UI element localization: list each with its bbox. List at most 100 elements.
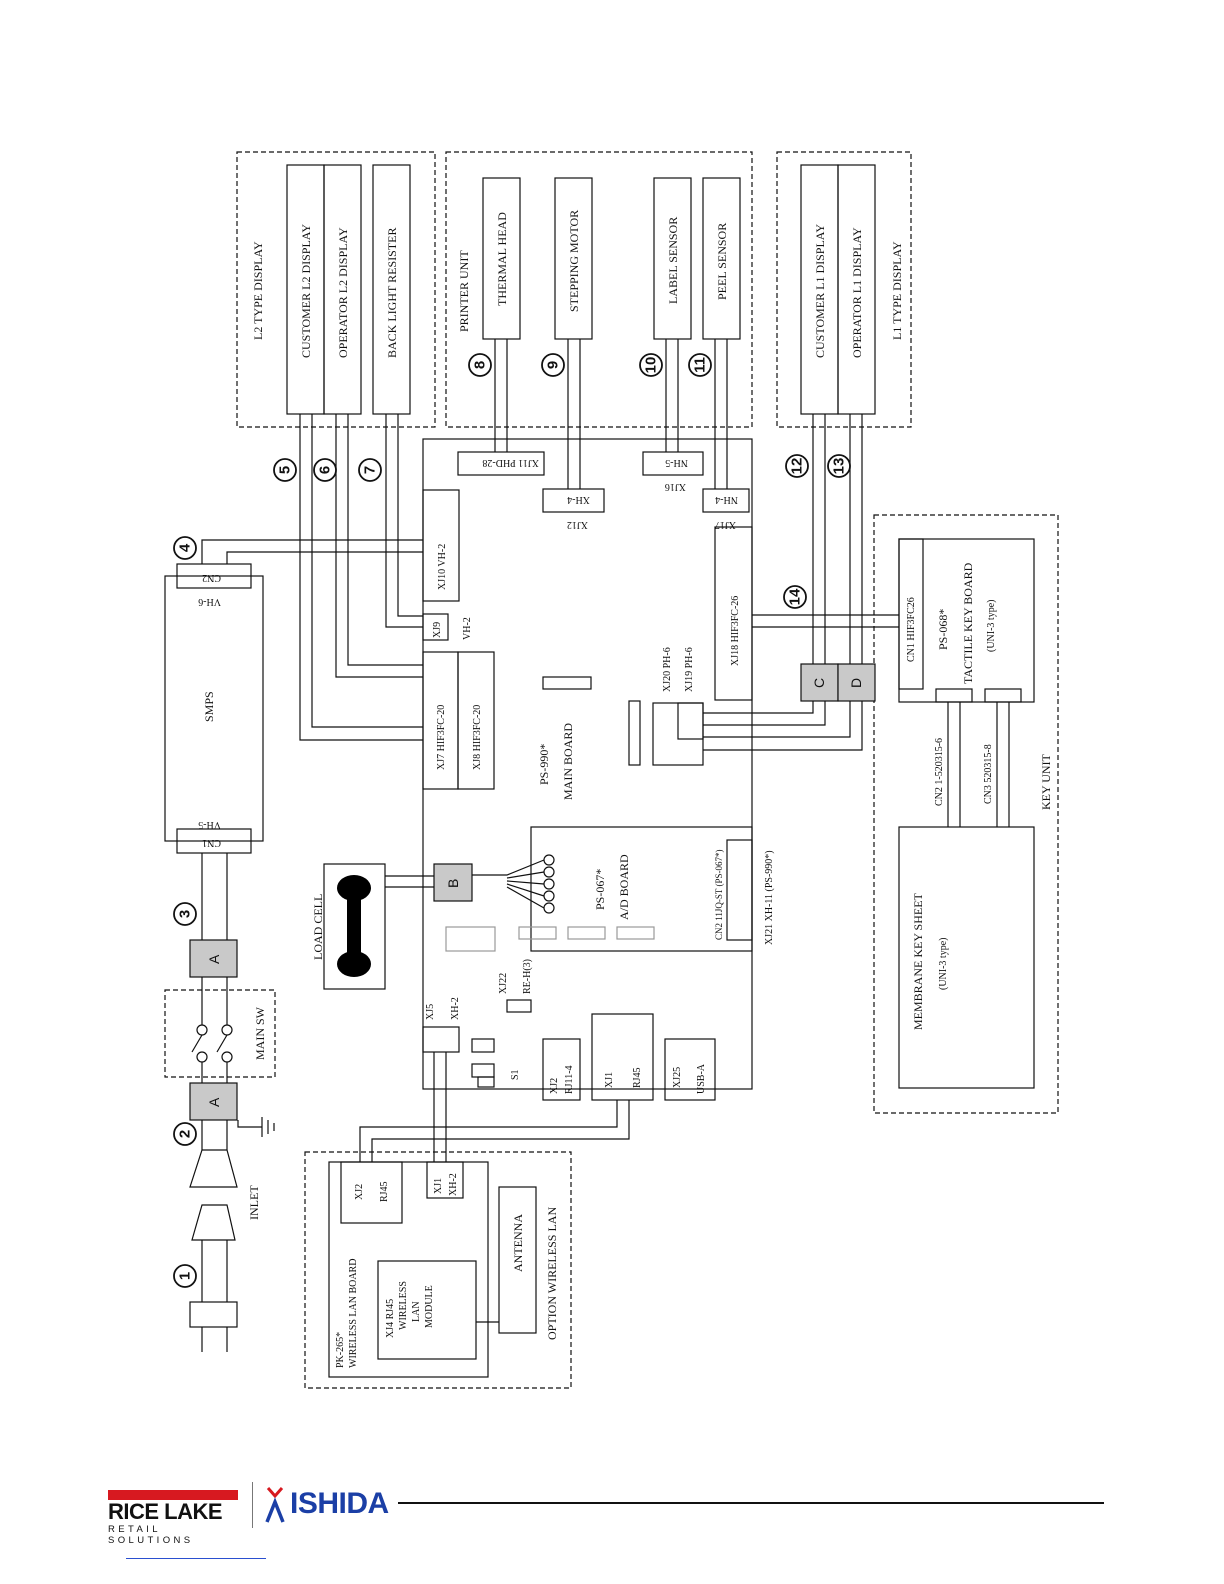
s1-label: S1	[510, 1069, 521, 1080]
wiring-diagram: L2 TYPE DISPLAY CUSTOMER L2 DISPLAY OPER…	[164, 151, 1059, 1389]
xj25-connector	[664, 1038, 716, 1101]
callout-number: 8	[472, 361, 489, 369]
xj18-connector	[714, 526, 753, 701]
main-sw-group	[164, 989, 276, 1078]
callout-number: 6	[317, 466, 334, 474]
membrane-key-sheet	[898, 826, 1035, 1089]
xj18-label: XJ18 HIF3FC-26	[730, 596, 741, 666]
tactile-cn1-label: CN1 HIF3FC26	[906, 597, 917, 662]
callout-circle	[273, 458, 297, 482]
xh4-connector	[542, 488, 605, 513]
callout-circle	[541, 353, 565, 377]
callout-number: 13	[831, 458, 848, 475]
callout-number: 11	[692, 357, 709, 373]
callout-number: 4	[177, 543, 194, 552]
callout-number: 7	[362, 466, 379, 474]
callout-circle	[173, 1122, 197, 1146]
callout-6: 6	[313, 458, 337, 482]
callout-circle	[358, 458, 382, 482]
tactile-cn2	[935, 688, 973, 703]
callout-number: 2	[177, 1130, 194, 1138]
connector-d	[837, 663, 876, 702]
xj10-label: XJ10 VH-2	[437, 544, 448, 590]
nh5-label: NH-5	[665, 457, 688, 468]
xj25-label: XJ25	[672, 1067, 683, 1088]
operator-l1-display-box	[837, 164, 876, 415]
callout-11: 11	[688, 353, 712, 377]
callout-10: 10	[639, 353, 663, 377]
callout-5: 5	[273, 458, 297, 482]
printer-unit-label: PRINTER UNIT	[457, 250, 471, 332]
xj11-label: XJ11 PHD-28	[482, 457, 539, 468]
ad-chip-2	[567, 926, 606, 940]
xj2-label: XJ2	[549, 1078, 560, 1094]
ad-chip-3	[616, 926, 655, 940]
side-strip	[628, 700, 641, 766]
xh4-label: XH-4	[567, 494, 590, 505]
xj17-label: XJ17	[715, 519, 736, 530]
callout-1: 1	[173, 1264, 197, 1288]
wireless-lan-board	[328, 1161, 489, 1378]
tactile-type-label: (UNI-3 type)	[986, 600, 997, 652]
s1-switch	[471, 1063, 495, 1078]
label-sensor-label: LABEL SENSOR	[666, 217, 680, 304]
wireless-module-l1: XJ4 RJ45	[385, 1299, 396, 1338]
rice-lake-logo-sub: RETAIL SOLUTIONS	[108, 1524, 194, 1546]
wireless-rj45-label: RJ45	[379, 1181, 390, 1202]
l1-display-group-label: L1 TYPE DISPLAY	[890, 241, 904, 340]
wireless-board-name: PK-265*	[335, 1332, 346, 1368]
xj10-connector	[422, 489, 460, 602]
xj19-label: XJ19 PH-6	[684, 647, 695, 692]
connector-a-lower-label: A	[206, 1097, 222, 1107]
callout-circle	[785, 454, 809, 478]
wireless-module-l3: LAN	[411, 1301, 422, 1322]
wireless-antenna	[498, 1186, 537, 1334]
ad-board-name: PS-067*	[593, 869, 607, 910]
callout-circle	[783, 585, 807, 609]
wireless-board-title: WIRELESS LAN BOARD	[348, 1259, 359, 1368]
xj1-connector	[591, 1013, 654, 1101]
tactile-cn1	[898, 538, 924, 690]
xj5-label: XJ5	[425, 1004, 436, 1020]
key-unit-label: KEY UNIT	[1039, 753, 1053, 810]
printer-unit-group	[445, 151, 753, 428]
nh5-connector	[642, 451, 704, 476]
rice-lake-logo-name: RICE LAKE	[108, 1499, 223, 1524]
ad-cn2-connector	[726, 839, 753, 941]
wireless-module	[377, 1260, 477, 1360]
wireless-group-label: OPTION WIRELESS LAN	[545, 1207, 559, 1340]
xj22-connector	[506, 999, 532, 1013]
callout-8: 8	[468, 353, 492, 377]
callout-number: 5	[277, 466, 294, 474]
operator-l2-display-label: OPERATOR L2 DISPLAY	[336, 227, 350, 358]
callout-circle	[688, 353, 712, 377]
antenna-label: ANTENNA	[511, 1214, 525, 1272]
power-cord-plug	[189, 1301, 238, 1328]
callout-circle	[827, 454, 851, 478]
wireless-xj1	[426, 1161, 464, 1199]
label-sensor-box	[653, 177, 692, 340]
callout-13: 13	[827, 454, 851, 478]
re-connector	[471, 1038, 495, 1053]
connector-a-upper-label: A	[206, 954, 222, 964]
callout-circle	[173, 1264, 197, 1288]
xj22-label: XJ22	[498, 973, 509, 994]
operator-l1-display-label: OPERATOR L1 DISPLAY	[850, 227, 864, 358]
callout-4: 4	[173, 536, 197, 560]
ishida-mark-icon	[265, 1487, 285, 1523]
xj1-label: XJ1	[604, 1072, 615, 1088]
s1-switch-base	[477, 1076, 495, 1088]
wireless-xj1-label: XJ1	[433, 1178, 444, 1194]
xj19-inner	[677, 702, 704, 740]
tactile-title-label: TACTILE KEY BOARD	[961, 562, 975, 684]
callout-number: 9	[545, 361, 562, 369]
rj114-label: RJ11-4	[564, 1065, 575, 1094]
callout-circle	[639, 353, 663, 377]
xj20-label: XJ20 PH-6	[662, 647, 673, 692]
callout-14: 14	[783, 585, 807, 609]
callout-circle	[468, 353, 492, 377]
xj9-label: XJ9	[432, 622, 443, 638]
nh4-connector	[702, 488, 750, 513]
ad-board-title: A/D BOARD	[617, 854, 631, 920]
xj12-label: XJ12	[567, 519, 588, 530]
